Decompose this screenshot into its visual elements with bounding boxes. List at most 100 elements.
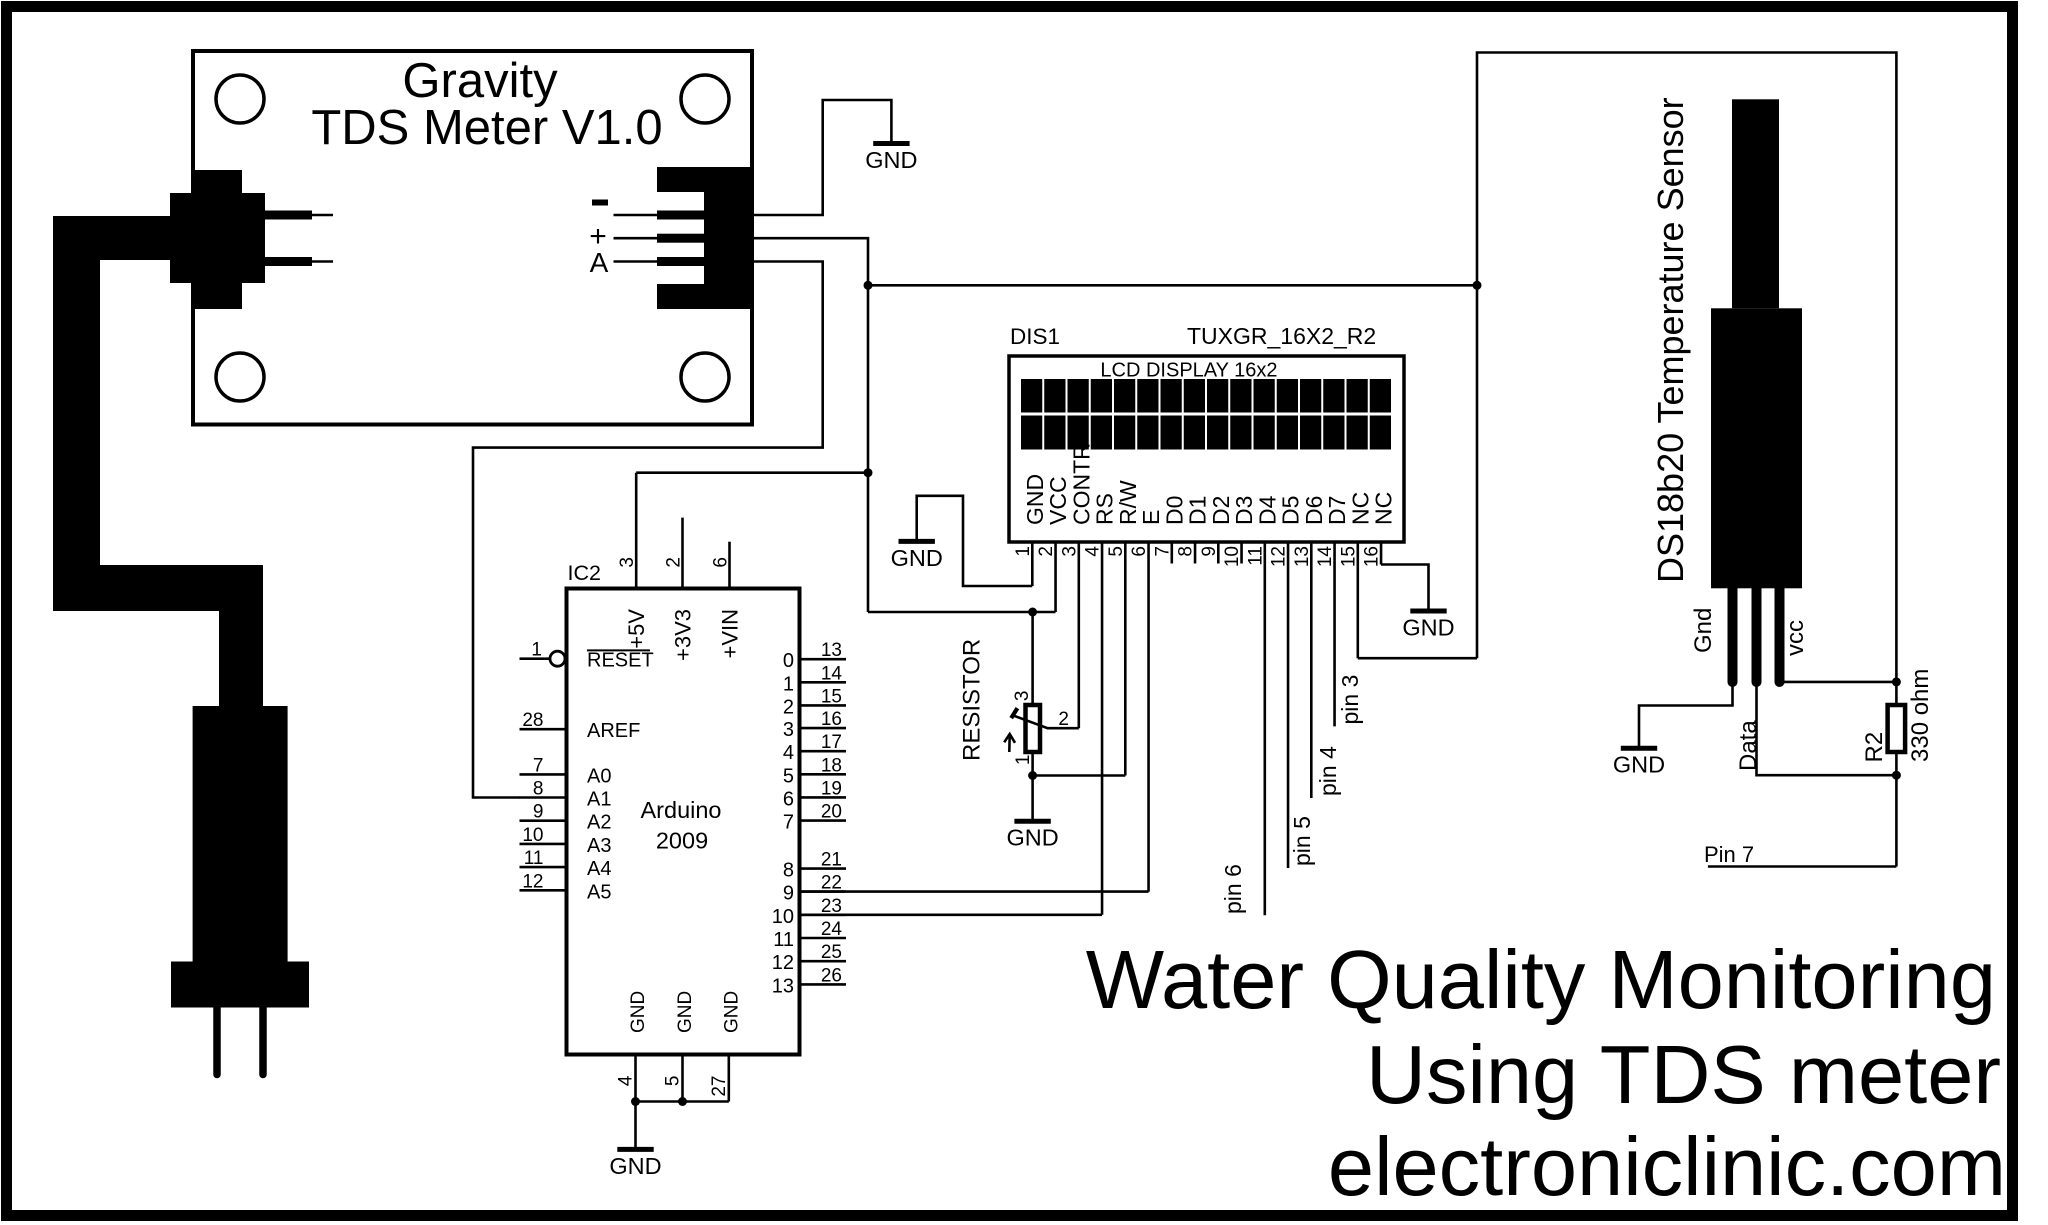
- svg-text:19: 19: [821, 778, 842, 799]
- svg-text:GND: GND: [1613, 752, 1665, 778]
- svg-text:28: 28: [522, 710, 543, 731]
- svg-text:RESISTOR: RESISTOR: [959, 639, 986, 761]
- svg-text:Data: Data: [1735, 720, 1762, 771]
- svg-text:D0: D0: [1161, 496, 1187, 525]
- svg-text:D6: D6: [1301, 496, 1327, 525]
- svg-text:GND: GND: [891, 545, 943, 571]
- svg-text:A0: A0: [587, 765, 611, 787]
- svg-text:AREF: AREF: [587, 720, 640, 742]
- svg-text:CONTR: CONTR: [1068, 443, 1094, 525]
- svg-text:4: 4: [783, 742, 794, 764]
- svg-text:RS: RS: [1092, 493, 1118, 525]
- svg-text:LCD DISPLAY 16x2: LCD DISPLAY 16x2: [1100, 360, 1277, 382]
- svg-text:4: 4: [616, 1075, 637, 1086]
- svg-text:9: 9: [1199, 546, 1220, 557]
- svg-text:9: 9: [783, 883, 794, 905]
- svg-text:NC: NC: [1371, 492, 1397, 525]
- svg-text:14: 14: [821, 663, 843, 684]
- svg-text:12: 12: [1269, 546, 1290, 567]
- svg-text:3: 3: [783, 719, 794, 741]
- svg-text:GND: GND: [628, 991, 649, 1033]
- svg-text:330 ohm: 330 ohm: [1907, 669, 1934, 762]
- svg-text:D2: D2: [1208, 496, 1234, 525]
- svg-text:A1: A1: [587, 789, 611, 811]
- svg-text:R2: R2: [1861, 732, 1888, 763]
- svg-text:26: 26: [821, 965, 842, 986]
- svg-text:16: 16: [1362, 546, 1383, 567]
- svg-text:7: 7: [533, 755, 544, 776]
- svg-text:D3: D3: [1231, 496, 1257, 525]
- svg-text:pin 5: pin 5: [1289, 816, 1315, 866]
- svg-text:D1: D1: [1185, 496, 1211, 525]
- svg-text:+5V: +5V: [624, 609, 649, 649]
- svg-text:5: 5: [663, 1076, 684, 1087]
- svg-text:6: 6: [783, 788, 794, 810]
- svg-text:0: 0: [783, 650, 794, 672]
- svg-text:3: 3: [1012, 691, 1033, 702]
- svg-text:1: 1: [1013, 546, 1034, 557]
- svg-text:E: E: [1138, 510, 1164, 525]
- svg-text:RESET: RESET: [587, 650, 654, 672]
- svg-text:+3V3: +3V3: [671, 609, 696, 661]
- svg-text:DIS1: DIS1: [1010, 324, 1060, 349]
- svg-text:5: 5: [783, 765, 794, 787]
- svg-text:21: 21: [821, 850, 842, 871]
- svg-text:10: 10: [522, 825, 543, 846]
- svg-text:GND: GND: [1402, 615, 1454, 641]
- svg-text:11: 11: [773, 929, 794, 951]
- svg-text:6: 6: [1129, 546, 1150, 557]
- svg-text:IC2: IC2: [568, 561, 601, 585]
- svg-text:27: 27: [709, 1076, 730, 1097]
- svg-text:Arduino: Arduino: [641, 797, 722, 823]
- svg-text:12: 12: [522, 871, 543, 892]
- svg-text:18: 18: [821, 755, 842, 776]
- svg-text:D7: D7: [1324, 496, 1350, 525]
- svg-text:2: 2: [663, 557, 684, 568]
- svg-text:11: 11: [1245, 546, 1266, 566]
- svg-text:3: 3: [617, 557, 638, 568]
- svg-text:pin 4: pin 4: [1315, 746, 1341, 796]
- svg-text:TDS Meter V1.0: TDS Meter V1.0: [311, 101, 662, 155]
- svg-text:8: 8: [533, 779, 544, 800]
- svg-text:25: 25: [821, 942, 842, 963]
- svg-text:10: 10: [1222, 546, 1243, 567]
- svg-text:4: 4: [1083, 546, 1104, 557]
- svg-text:17: 17: [821, 732, 842, 753]
- svg-text:3: 3: [1059, 546, 1080, 557]
- svg-text:2: 2: [1036, 546, 1057, 557]
- svg-text:16: 16: [821, 709, 842, 730]
- svg-text:+: +: [589, 220, 607, 253]
- svg-text:20: 20: [821, 802, 842, 823]
- svg-text:+VIN: +VIN: [718, 609, 743, 659]
- svg-text:GND: GND: [865, 147, 917, 173]
- svg-text:R/W: R/W: [1115, 480, 1141, 525]
- svg-text:DS18b20 Temperature Sensor: DS18b20 Temperature Sensor: [1650, 97, 1691, 583]
- svg-text:11: 11: [524, 848, 544, 869]
- svg-text:GND: GND: [721, 991, 742, 1033]
- svg-text:7: 7: [1152, 546, 1173, 557]
- svg-text:13: 13: [1292, 546, 1313, 567]
- svg-text:9: 9: [533, 802, 544, 823]
- svg-text:Using TDS meter: Using TDS meter: [1366, 1028, 2001, 1121]
- svg-text:GND: GND: [675, 991, 696, 1033]
- svg-text:12: 12: [772, 952, 794, 974]
- svg-text:24: 24: [821, 919, 843, 940]
- svg-text:14: 14: [1315, 546, 1336, 568]
- svg-text:A5: A5: [587, 881, 611, 903]
- svg-text:D4: D4: [1254, 495, 1280, 525]
- svg-text:13: 13: [772, 975, 794, 997]
- svg-text:1: 1: [1013, 755, 1034, 766]
- svg-text:NC: NC: [1347, 492, 1373, 525]
- svg-text:2: 2: [783, 696, 794, 718]
- svg-text:13: 13: [821, 640, 842, 661]
- svg-text:2009: 2009: [656, 828, 708, 854]
- svg-text:Pin 7: Pin 7: [1704, 842, 1754, 867]
- svg-text:22: 22: [821, 873, 842, 894]
- svg-text:D5: D5: [1278, 496, 1304, 525]
- svg-text:GND: GND: [1006, 825, 1058, 851]
- svg-text:1: 1: [783, 673, 794, 695]
- svg-text:23: 23: [821, 896, 842, 917]
- svg-text:6: 6: [710, 557, 731, 568]
- svg-text:A2: A2: [587, 812, 611, 834]
- svg-text:8: 8: [783, 860, 794, 882]
